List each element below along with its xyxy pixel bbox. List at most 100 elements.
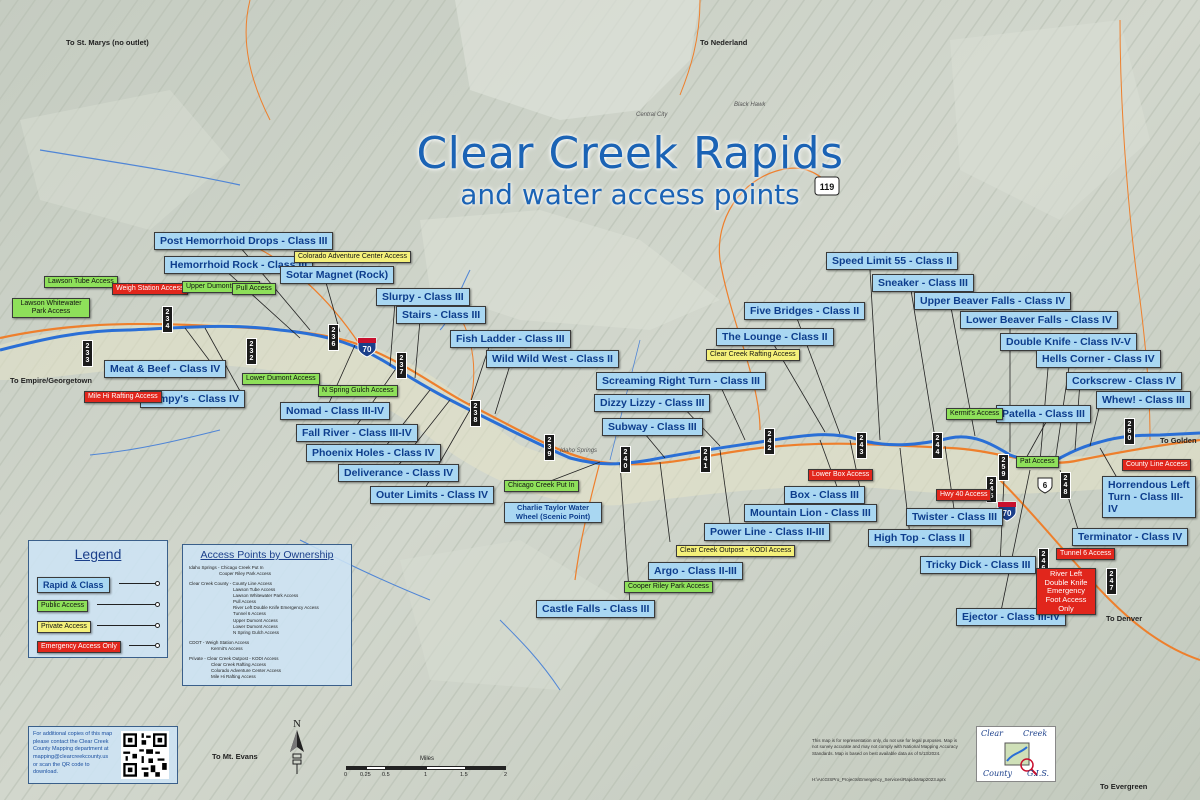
map-title: Clear Creek Rapids [416, 128, 844, 179]
rapid-label-hells-corner[interactable]: Hells Corner - Class IV [1036, 350, 1161, 369]
rapid-label-mountain-lion[interactable]: Mountain Lion - Class III [744, 504, 877, 523]
rapid-label-ejector[interactable]: Ejector - Class III-IV [956, 608, 1067, 627]
access-pat[interactable]: Pat Access [1016, 456, 1059, 469]
access-charlie-taylor[interactable]: Charlie Taylor Water Wheel (Scenic Point… [504, 502, 602, 524]
rapid-label-upper-beaver-falls[interactable]: Upper Beaver Falls - Class IV [914, 292, 1072, 311]
access-cooper-riley[interactable]: Cooper Riley Park Access [624, 581, 713, 594]
svg-text:6: 6 [1043, 481, 1048, 490]
place-idaho-springs: Idaho Springs [560, 448, 598, 454]
rapid-label-deliverance[interactable]: Deliverance - Class IV [338, 464, 460, 483]
place-central-city: Central City [636, 112, 668, 118]
ownership-group-idaho-springs: Idaho Springs - Chicago Creek Put In Coo… [189, 565, 272, 577]
access-weigh-station[interactable]: Weigh Station Access [112, 283, 188, 296]
rapid-label-tricky-dick[interactable]: Tricky Dick - Class III [920, 556, 1037, 575]
access-kodi[interactable]: Clear Creek Outpost - KODI Access [676, 545, 796, 558]
scale-tick: 0.25 [360, 772, 371, 778]
rapid-label-corkscrew[interactable]: Corkscrew - Class IV [1066, 372, 1182, 391]
rapid-label-slurpy[interactable]: Slurpy - Class III [376, 288, 470, 307]
rapid-label-dizzy-lizzy[interactable]: Dizzy Lizzy - Class III [594, 394, 711, 413]
rapid-label-speed-limit-55[interactable]: Speed Limit 55 - Class II [826, 252, 959, 271]
access-county-line[interactable]: County Line Access [1122, 459, 1192, 472]
rapid-label-post-hemorrhoid-drops[interactable]: Post Hemorrhoid Drops - Class III [154, 232, 334, 251]
scale-tick: 2 [504, 772, 508, 778]
rapid-label-box[interactable]: Box - Class III [784, 486, 865, 505]
ownership-panel: Access Points by Ownership Idaho Springs… [182, 544, 352, 686]
scale-title: Miles [420, 756, 435, 762]
rapid-label-wild-wild-west[interactable]: Wild Wild West - Class II [486, 350, 619, 369]
contact-text: For additional copies of this map please… [33, 731, 113, 776]
rapid-label-meat-and-beef[interactable]: Meat & Beef - Class IV [104, 360, 227, 379]
access-colorado-adventure[interactable]: Colorado Adventure Center Access [294, 251, 411, 264]
access-mile-hi[interactable]: Mile Hi Rafting Access [84, 391, 162, 404]
access-lower-dumont[interactable]: Lower Dumont Access [242, 373, 320, 386]
rapid-label-patella[interactable]: Patella - Class III [996, 405, 1091, 424]
rapid-label-lumpys[interactable]: Lumpy's - Class IV [140, 390, 245, 409]
ownership-group-county: Clear Creek County - County Line Access … [189, 581, 319, 635]
rapid-label-outer-limits[interactable]: Outer Limits - Class IV [370, 486, 495, 505]
gis-logo-county: County [983, 769, 1012, 778]
access-lawson-tube[interactable]: Lawson Tube Access [44, 276, 118, 289]
access-pull[interactable]: Pull Access [232, 283, 276, 296]
access-clear-creek-rafting[interactable]: Clear Creek Rafting Access [706, 349, 800, 362]
rapid-label-hemorrhoid-rock[interactable]: Hemorrhoid Rock - Class III [164, 256, 314, 275]
scale-tick: 0.5 [382, 772, 390, 778]
ownership-group-cdot: CDOT - Weigh Station Access Kermit's Acc… [189, 639, 250, 651]
rapid-label-subway[interactable]: Subway - Class III [602, 418, 703, 437]
rapid-label-fall-river[interactable]: Fall River - Class III-IV [296, 424, 418, 443]
rapid-label-sotar-magnet[interactable]: Sotar Magnet (Rock) [280, 266, 395, 285]
rapid-label-fish-ladder[interactable]: Fish Ladder - Class III [450, 330, 571, 349]
rapid-label-argo[interactable]: Argo - Class II-III [648, 562, 743, 581]
scale-bar: Miles 0 0.25 0.5 1 1.5 2 [342, 756, 514, 786]
rapid-label-twister[interactable]: Twister - Class III [906, 508, 1003, 527]
legend: Legend Rapid & Class Public Access Priva… [28, 540, 168, 658]
access-hwy-40[interactable]: Hwy 40 Access [936, 489, 992, 502]
access-tunnel-6[interactable]: Tunnel 6 Access [1056, 548, 1116, 561]
svg-text:70: 70 [1003, 509, 1012, 518]
rapid-label-stairs[interactable]: Stairs - Class III [396, 306, 487, 325]
clear-creek-gis-logo: Clear Creek County G.I.S. [976, 726, 1056, 782]
rapid-label-castle-falls[interactable]: Castle Falls - Class III [536, 600, 656, 619]
contact-panel: For additional copies of this map please… [28, 726, 178, 784]
rapid-label-phoenix-holes[interactable]: Phoenix Holes - Class IV [306, 444, 441, 463]
rapid-label-sneaker[interactable]: Sneaker - Class III [872, 274, 974, 293]
us-6-shield: 6 [1037, 477, 1053, 494]
direction-denver: To Denver [1106, 614, 1143, 623]
access-n-spring-gulch[interactable]: N Spring Gulch Access [318, 385, 398, 398]
project-path-text: H:\ArcGISPro_Projects\Emergency_Services… [812, 777, 946, 782]
interstate-70-number: 70 [363, 345, 372, 354]
access-river-left-double-knife[interactable]: River Left Double Knife Emergency Foot A… [1036, 568, 1096, 616]
rapid-label-horrendous-left-turn[interactable]: Horrendous Left Turn - Class III-IV [1102, 476, 1196, 519]
access-chicago-creek[interactable]: Chicago Creek Put In [504, 480, 579, 493]
rapid-label-double-knife[interactable]: Double Knife - Class IV-V [1000, 333, 1137, 352]
rapid-label-five-bridges[interactable]: Five Bridges - Class II [744, 302, 866, 321]
rapid-label-high-top[interactable]: High Top - Class II [868, 529, 971, 548]
access-lawson-whitewater[interactable]: Lawson Whitewater Park Access [12, 298, 90, 319]
direction-st-marys: To St. Marys (no outlet) [66, 38, 149, 47]
rapid-label-screaming-right-turn[interactable]: Screaming Right Turn - Class III [596, 372, 766, 391]
direction-empire: To Empire/Georgetown [10, 376, 92, 385]
rapid-label-the-lounge[interactable]: The Lounge - Class II [716, 328, 834, 347]
scale-tick: 1.5 [460, 772, 468, 778]
access-kermits[interactable]: Kermit's Access [946, 408, 1004, 421]
gis-logo-gis: G.I.S. [1027, 769, 1050, 778]
ownership-title: Access Points by Ownership [200, 549, 334, 561]
interstate-70-shield-west: 70 [357, 337, 377, 358]
rapid-label-whew[interactable]: Whew! - Class III [1096, 391, 1191, 410]
rapid-label-power-line[interactable]: Power Line - Class II-III [704, 523, 831, 542]
qr-code-icon[interactable] [121, 731, 169, 779]
gis-logo-creek: Creek [1023, 729, 1048, 738]
access-lower-box[interactable]: Lower Box Access [808, 469, 874, 482]
rapid-label-terminator[interactable]: Terminator - Class IV [1072, 528, 1189, 547]
rapid-label-nomad[interactable]: Nomad - Class III-IV [280, 402, 391, 421]
rapid-label-lower-beaver-falls[interactable]: Lower Beaver Falls - Class IV [960, 311, 1118, 330]
